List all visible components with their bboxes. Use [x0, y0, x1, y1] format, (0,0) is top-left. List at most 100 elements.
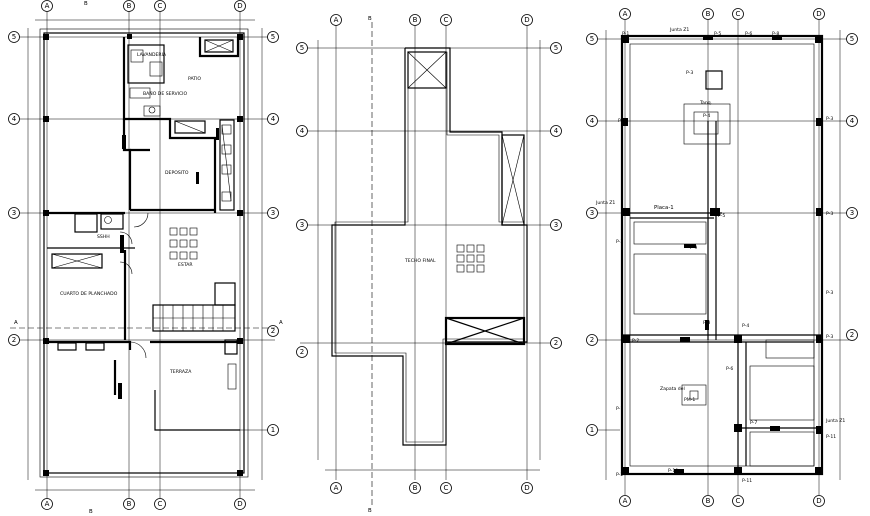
- grid-bubble-4-right: [550, 125, 562, 137]
- label-p-4-lower: P-4: [742, 323, 749, 329]
- grid-bubble-d-top: [813, 8, 825, 20]
- grid-bubble-a-top: [619, 8, 631, 20]
- section-marker-a-right: A: [279, 320, 283, 326]
- grid-bubble-a-bottom: [330, 482, 342, 494]
- label-zapata-center: Zapata del: [660, 386, 685, 392]
- grid-label-2-left: 2: [300, 348, 304, 356]
- grid-label-2-left: 2: [590, 336, 594, 344]
- label-p-6: P-6: [726, 366, 733, 372]
- grid-bubble-2-right: [267, 325, 279, 337]
- label-p-7: P-7: [750, 420, 757, 426]
- label-p-1-top: P-1: [622, 31, 629, 37]
- grid-bubble-c-top: [732, 8, 744, 20]
- grid-bubble-d-top: [521, 14, 533, 26]
- plan-3-foundation-beams: [620, 34, 824, 476]
- grid-bubble-4-right: [267, 113, 279, 125]
- grid-bubble-5-right: [846, 33, 858, 45]
- grid-bubble-b-top: [123, 0, 135, 12]
- plan-1-room-labels: LAVANDERIA PATIO BAÑO DE SERVICIO DEPOSI…: [60, 52, 201, 375]
- label-zapata-right: Junta Z1: [825, 418, 845, 424]
- label-zapata-left: Junta Z1: [595, 200, 615, 206]
- label-p-3-right-c: P-3: [826, 290, 833, 296]
- label-zapata-top: Junta Z1: [669, 27, 689, 33]
- grid-label-4-right: 4: [271, 115, 276, 123]
- grid-bubble-5-left: [296, 42, 308, 54]
- grid-label-b-bottom: B: [127, 500, 132, 508]
- grid-bubble-b-top: [409, 14, 421, 26]
- plan-2-grid-bubbles: A B C D A B C D 5 4 3 2 5 4: [296, 14, 562, 494]
- grid-label-a-bottom: A: [334, 484, 339, 492]
- label-p-2-mid: P-2: [632, 338, 639, 344]
- plan-3-grid-lines: [598, 20, 855, 495]
- grid-bubble-d-bottom: [813, 495, 825, 507]
- grid-bubble-4-left: [296, 125, 308, 137]
- grid-label-1-right: 1: [271, 426, 275, 434]
- grid-bubble-4-left: [8, 113, 20, 125]
- grid-bubble-3-left: [8, 207, 20, 219]
- grid-label-c-bottom: C: [158, 500, 163, 508]
- grid-label-4-left: 4: [590, 117, 595, 125]
- grid-label-5-right: 5: [554, 44, 558, 52]
- grid-label-d-top: D: [524, 16, 529, 24]
- label-p-10: P-10: [668, 468, 678, 474]
- grid-bubble-d-bottom: [521, 482, 533, 494]
- label-p-3-right-d: P-3: [826, 334, 833, 340]
- plan-3-grid-bubbles: A B C D A B C D 5 4 3 2 1 5: [586, 8, 858, 507]
- grid-bubble-a-bottom: [41, 498, 53, 510]
- room-label-terraza: TERRAZA: [169, 369, 192, 375]
- grid-label-b-top: B: [127, 2, 132, 10]
- grid-label-b-bottom: B: [706, 497, 711, 505]
- grid-label-b-bottom: B: [413, 484, 418, 492]
- grid-bubble-b-bottom: [123, 498, 135, 510]
- grid-label-2-right: 2: [850, 331, 854, 339]
- label-p-2-bottom: P-2: [616, 472, 623, 478]
- room-label-cuarto-planchado: CUARTO DE PLANCHADO: [60, 291, 118, 297]
- grid-bubble-3-right: [267, 207, 279, 219]
- label-p-3-right-b: P-3: [826, 211, 833, 217]
- grid-bubble-5-left: [586, 33, 598, 45]
- grid-label-a-top: A: [623, 10, 628, 18]
- grid-label-d-bottom: D: [237, 500, 242, 508]
- plan-2-outline: TECHO FINAL: [331, 47, 528, 446]
- label-p-9: P-9: [690, 245, 697, 251]
- grid-label-a-bottom: A: [623, 497, 628, 505]
- grid-label-2-right: 2: [271, 327, 275, 335]
- plan-1-ground-floor: LAVANDERIA PATIO BAÑO DE SERVICIO DEPOSI…: [8, 0, 283, 515]
- grid-bubble-5-right: [550, 42, 562, 54]
- grid-label-4-right: 4: [850, 117, 855, 125]
- label-p-3-left: P-3: [616, 239, 623, 245]
- grid-bubble-1-right: [267, 424, 279, 436]
- grid-bubble-1-left: [586, 424, 598, 436]
- grid-label-3-right: 3: [850, 209, 854, 217]
- room-label-bano-servicio: BAÑO DE SERVICIO: [143, 90, 188, 97]
- plan-1-walls: [39, 28, 249, 478]
- plan-1-floor-tiles: [169, 227, 198, 260]
- grid-bubble-3-left: [296, 219, 308, 231]
- grid-bubble-4-right: [846, 115, 858, 127]
- grid-bubble-b-bottom: [409, 482, 421, 494]
- grid-bubble-3-right: [846, 207, 858, 219]
- label-p-5-top: P-5: [714, 31, 721, 37]
- grid-label-c-top: C: [158, 2, 163, 10]
- grid-label-4-left: 4: [300, 127, 305, 135]
- grid-label-c-top: C: [736, 10, 741, 18]
- label-p-11-right: P-11: [826, 434, 836, 440]
- section-marker-a-left: A: [14, 320, 18, 326]
- section-marker-b-top: B: [368, 16, 372, 22]
- grid-label-d-top: D: [816, 10, 821, 18]
- grid-label-5-left: 5: [300, 44, 304, 52]
- grid-bubble-a-top: [330, 14, 342, 26]
- grid-bubble-d-bottom: [234, 498, 246, 510]
- grid-bubble-b-bottom: [702, 495, 714, 507]
- grid-bubble-c-bottom: [440, 482, 452, 494]
- section-marker-b-top: B: [84, 1, 88, 7]
- room-label-patio: PATIO: [188, 76, 201, 82]
- grid-bubble-2-right: [846, 329, 858, 341]
- grid-label-5-right: 5: [850, 35, 854, 43]
- room-label-techo-final: TECHO FINAL: [404, 258, 436, 264]
- plan-2-skylight-tiles: [456, 244, 485, 273]
- grid-label-a-bottom: A: [45, 500, 50, 508]
- grid-bubble-2-left: [8, 334, 20, 346]
- label-p-1-lower: P-1: [616, 406, 623, 412]
- grid-label-d-bottom: D: [816, 497, 821, 505]
